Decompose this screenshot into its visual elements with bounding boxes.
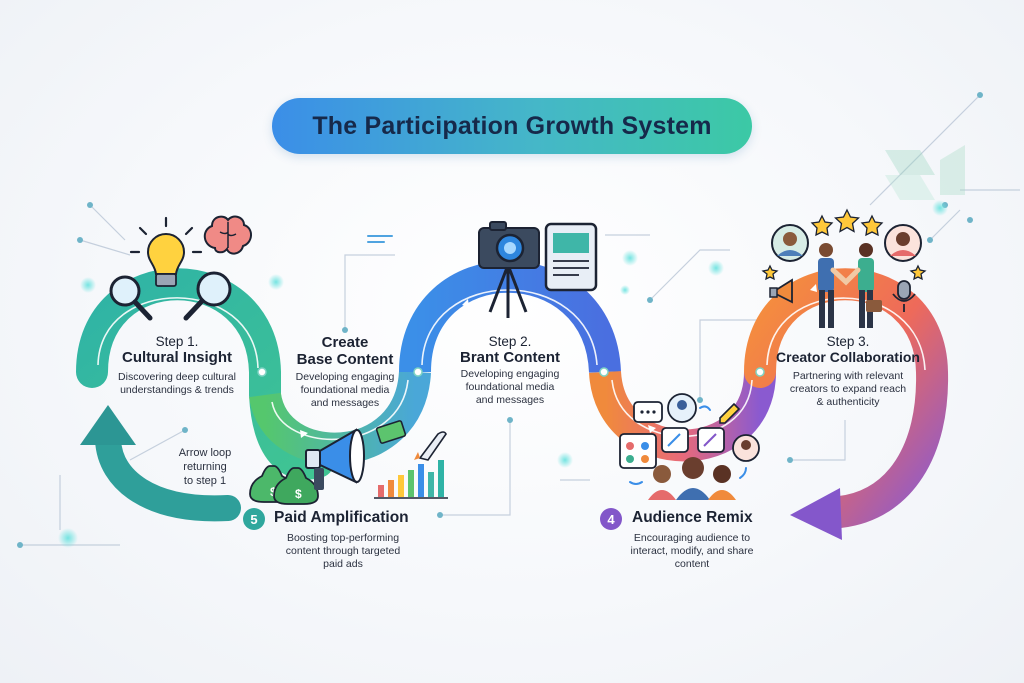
cultural-insight-label: Step 1. Cultural Insight Discovering dee… — [92, 334, 262, 397]
megaphone-icon — [305, 428, 365, 490]
step-description: Discovering deep cultural understandings… — [118, 371, 236, 396]
remix-arrows-icon — [629, 405, 747, 485]
left-arrowhead — [80, 405, 136, 445]
decor-shapes — [885, 145, 965, 200]
bar-chart-icon — [374, 460, 448, 499]
step-description: Developing engaging foundational media a… — [460, 368, 560, 406]
right-arrowhead — [790, 488, 842, 540]
step-description: Partnering with relevant creators to exp… — [789, 370, 907, 408]
step-heading: Cultural Insight — [122, 349, 232, 366]
lightbulb-icon — [129, 216, 203, 287]
step-number: Step 3. — [826, 334, 870, 349]
page-title: The Participation Growth System — [312, 111, 712, 140]
audience-remix-heading: Audience Remix — [632, 509, 753, 526]
banknote-icon — [375, 420, 407, 444]
pencil-icon — [719, 402, 741, 424]
step-heading: Brant Content — [460, 349, 560, 366]
avatar-icon — [667, 393, 697, 423]
chat-icon — [633, 401, 663, 423]
step-4-badge: 4 — [600, 508, 622, 530]
magnifier-icon — [109, 275, 153, 321]
handshake-icon — [818, 243, 882, 328]
step-5-badge: 5 — [243, 508, 265, 530]
magnifier-icon — [183, 271, 232, 321]
video-call-icon — [619, 433, 657, 469]
ribbon-cultural-insight — [76, 268, 334, 480]
loop-note: Arrow loop returning to step 1 — [178, 447, 232, 487]
edit-box-icon — [661, 427, 725, 453]
tablet-icon — [544, 222, 598, 292]
paid-amplification-heading: Paid Amplification — [274, 509, 409, 526]
loop-ribbon-left — [95, 427, 241, 522]
brain-icon — [203, 215, 252, 255]
people-icon — [648, 457, 736, 500]
avatar-icon — [732, 434, 760, 462]
avatar-icon — [771, 224, 809, 262]
glow-dots — [58, 200, 948, 548]
text-lines-icon — [367, 235, 393, 243]
step-heading: Creator Collaboration — [776, 349, 920, 365]
money-bag-icon: $ — [273, 467, 319, 505]
svg-text:$: $ — [295, 487, 302, 501]
camera-icon — [478, 221, 540, 318]
rocket-icon — [414, 431, 447, 461]
step-description: Developing engaging foundational media a… — [295, 371, 395, 409]
title-banner: The Participation Growth System — [272, 98, 752, 154]
megaphone-icon — [769, 278, 793, 304]
paid-amplification-description: Boosting top-performing content through … — [285, 532, 401, 570]
brant-content-label: Step 2. Brant Content Developing engagin… — [430, 334, 590, 407]
base-content-label: Create Base Content Developing engaging … — [270, 334, 420, 410]
star-icon — [761, 208, 927, 281]
avatar-icon — [884, 224, 922, 262]
step-number: Step 2. — [488, 334, 532, 349]
ribbon-nodes — [257, 367, 765, 377]
microphone-icon — [892, 280, 916, 312]
creator-collaboration-label: Step 3. Creator Collaboration Partnering… — [770, 334, 926, 409]
step-heading: Create Base Content — [296, 334, 394, 368]
ribbon-creator-collaboration — [744, 268, 949, 528]
audience-remix-description: Encouraging audience to interact, modify… — [630, 532, 754, 570]
step-number: Step 1. — [155, 334, 199, 349]
